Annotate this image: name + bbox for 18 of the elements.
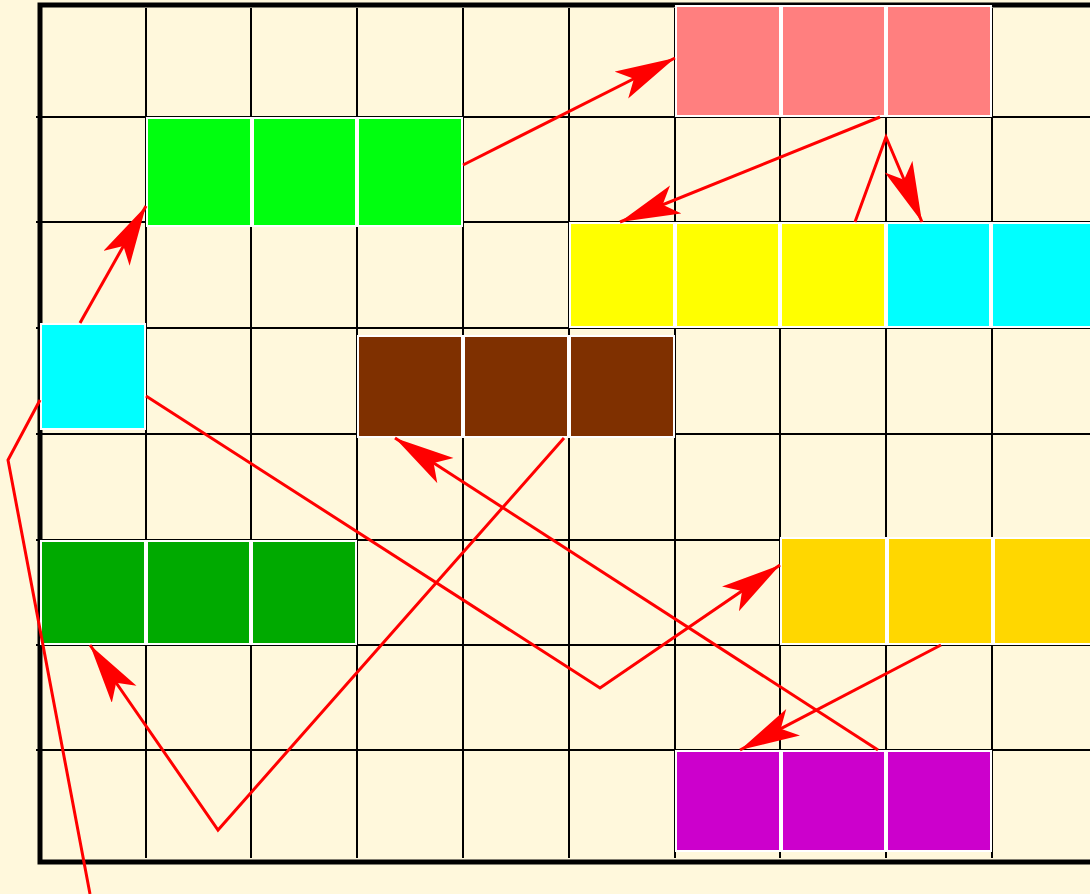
vehicle-block (675, 5, 992, 117)
vehicle-block (40, 323, 146, 430)
arrow (394, 436, 879, 752)
arrow (739, 643, 942, 752)
arrow (88, 437, 566, 833)
vehicle-block (886, 222, 1090, 328)
arrow (619, 115, 881, 224)
vehicle-block (40, 540, 357, 645)
vehicle-block (675, 750, 992, 852)
vehicle-block (780, 537, 1090, 645)
vehicle-block (569, 222, 886, 328)
arrow (853, 132, 924, 223)
arrow (78, 205, 148, 324)
arrow (145, 394, 781, 690)
vehicle-block (146, 117, 463, 227)
vehicle-block (357, 335, 675, 438)
arrow (462, 56, 676, 167)
connector-line (6, 399, 92, 894)
